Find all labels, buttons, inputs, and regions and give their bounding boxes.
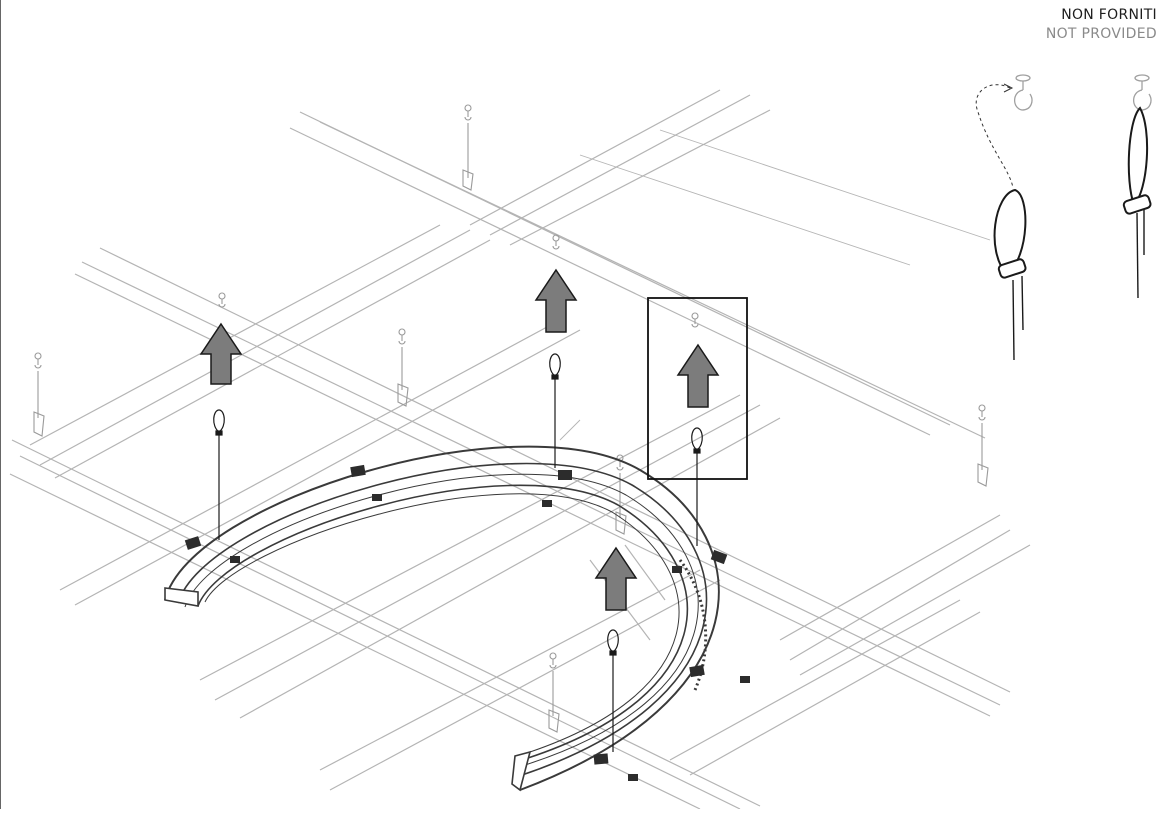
ceiling-hook-icon <box>615 454 627 535</box>
legend-english: NOT PROVIDED <box>1045 26 1157 42</box>
up-arrows <box>199 268 720 611</box>
wire-loop-suspension-icon <box>993 188 1027 361</box>
track-suspensions <box>213 353 703 752</box>
not-provided-detail <box>975 74 1152 361</box>
wire-loop-suspension-icon <box>213 409 225 540</box>
ceiling-hooks <box>33 104 989 733</box>
ceiling-hook-icon <box>691 312 699 328</box>
wire-loop-suspension-icon <box>607 629 619 752</box>
detail-highlight-box <box>647 297 748 480</box>
wire-loop-suspension-icon <box>549 353 561 468</box>
up-arrow-icon <box>594 546 638 611</box>
up-arrow-icon <box>534 268 578 333</box>
ceiling-hook-icon <box>548 652 560 733</box>
ceiling-hook-icon <box>977 404 989 487</box>
up-arrow-icon <box>199 322 243 385</box>
wire-loop-suspension-icon <box>1122 106 1152 299</box>
ceiling-grid <box>9 89 1031 810</box>
ceiling-hook-icon <box>218 292 226 308</box>
not-provided-legend: NON FORNITI NOT PROVIDED <box>1046 6 1157 44</box>
ceiling-hook-icon <box>552 234 560 250</box>
curved-track-icon <box>164 445 750 792</box>
up-arrow-icon <box>676 343 720 408</box>
wire-loop-suspension-icon <box>691 427 703 546</box>
legend-italian: NON FORNITI <box>1061 7 1157 23</box>
ceiling-hook-icon <box>1132 74 1152 111</box>
ceiling-hook-icon <box>397 328 409 407</box>
ceiling-hook-icon <box>33 352 45 437</box>
ceiling-hook-icon <box>462 104 474 191</box>
ceiling-hook-icon <box>1013 74 1033 111</box>
